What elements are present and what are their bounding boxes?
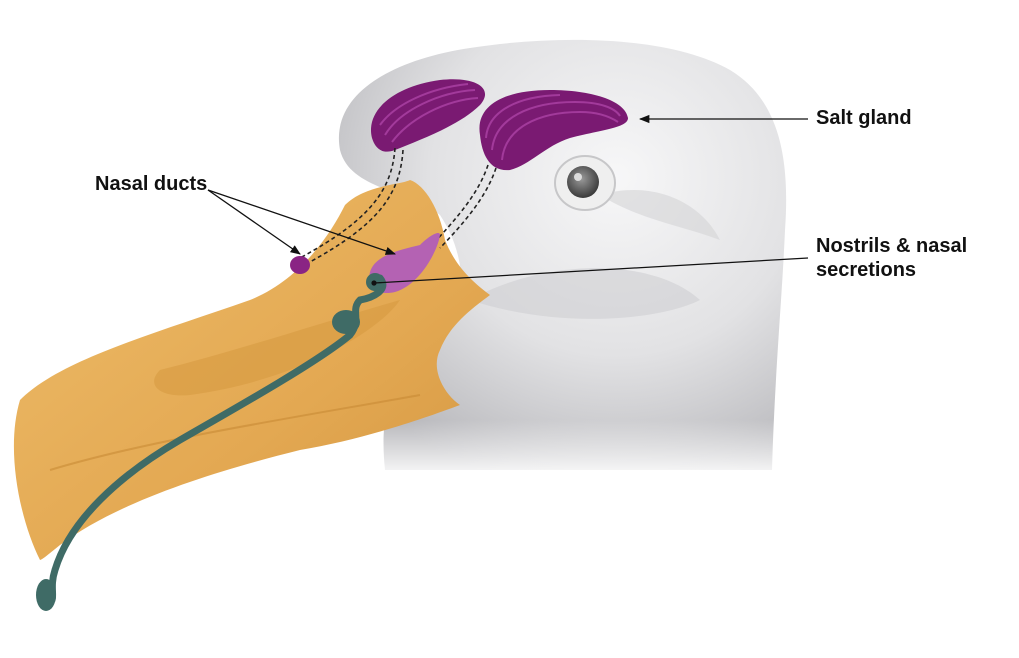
nasal-ducts-label: Nasal ducts bbox=[95, 173, 208, 195]
nostrils-label: Nostrils & nasal secretions bbox=[816, 234, 967, 282]
bird-head bbox=[338, 39, 787, 470]
secretion-droplet-tip bbox=[36, 579, 56, 611]
eye-icon bbox=[567, 166, 599, 198]
salt-gland-right bbox=[479, 90, 628, 171]
nostrils-label-line2: secretions bbox=[816, 259, 917, 281]
nasal-duct-lines bbox=[299, 147, 497, 264]
secretion-droplet-mid bbox=[332, 310, 360, 334]
nostrils-pointer bbox=[371, 257, 809, 286]
salt-gland-left bbox=[370, 79, 486, 152]
nostril-left bbox=[290, 256, 310, 274]
nostrils-label-line1: Nostrils & nasal bbox=[816, 235, 968, 257]
eye-ridge-shadow bbox=[600, 190, 720, 240]
nasal-secretion bbox=[48, 274, 387, 604]
salt-gland-label: Salt gland bbox=[816, 107, 912, 129]
nostril-right bbox=[369, 233, 440, 294]
nasal-duct-pointer-right bbox=[207, 189, 396, 255]
nasal-duct-pointer-left bbox=[207, 189, 301, 255]
eye-highlight bbox=[574, 173, 582, 181]
neck-fade bbox=[380, 420, 780, 480]
cheek-shadow bbox=[470, 268, 700, 319]
beak-seam bbox=[49, 394, 421, 471]
